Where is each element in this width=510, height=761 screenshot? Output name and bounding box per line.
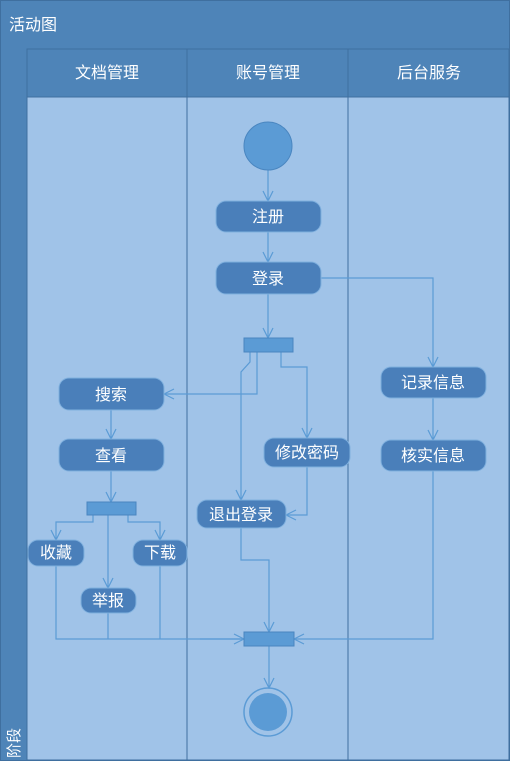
edge-fork-search [164,352,258,394]
edge-verify-join [294,471,434,639]
activity-search: 搜索 [58,377,165,411]
activity-view: 查看 [58,438,165,472]
edge-logout-join [240,528,269,632]
activity-login: 登录 [215,261,322,295]
activity-record-info-label: 记录信息 [401,373,465,392]
activity-change-password-label: 修改密码 [275,443,339,462]
edge-fork2-download [127,515,160,540]
activity-collect: 收藏 [27,539,85,567]
edge-fork2-collect [56,515,94,540]
activity-register: 注册 [215,200,322,233]
activity-verify-info: 核实信息 [380,439,487,472]
edge-fork-logout [241,352,251,500]
activity-register-label: 注册 [252,207,284,226]
stage-column [1,49,26,760]
activity-view-label: 查看 [95,446,127,465]
edge-changepw-logout [286,467,308,515]
start-node [243,121,293,171]
edges [56,170,433,688]
activity-record-info: 记录信息 [380,366,487,399]
activity-collect-label: 收藏 [40,543,72,562]
activity-change-password: 修改密码 [263,437,351,468]
lane-header-backend [347,48,510,98]
lane-title-docs: 文档管理 [75,63,139,82]
activity-search-label: 搜索 [95,385,127,404]
activity-download: 下载 [132,539,188,567]
edge-fork-changepw [280,352,307,438]
activity-logout: 退出登录 [196,499,287,529]
lane-header-docs [26,48,188,98]
end-node-ring [243,687,293,737]
lane-title-account: 账号管理 [236,63,300,82]
stage-label: 阶段 [5,728,23,758]
diagram-title: 活动图 [9,15,57,34]
activity-logout-label: 退出登录 [209,505,273,524]
activity-login-label: 登录 [252,269,284,288]
join-bar [243,631,295,647]
fork-bar-docs [86,501,137,516]
activity-download-label: 下载 [144,543,176,562]
lane-header-account [186,48,349,98]
lane-body-backend [347,96,510,761]
activity-report: 举报 [80,587,137,614]
activity-report-label: 举报 [92,591,124,610]
end-node [249,693,287,731]
edge-collect-join [55,566,244,640]
activity-verify-info-label: 核实信息 [401,446,465,465]
edge-login-record [321,277,433,367]
lane-body-docs [26,96,188,761]
lane-title-backend: 后台服务 [397,63,461,82]
fork-bar-main [243,337,294,353]
